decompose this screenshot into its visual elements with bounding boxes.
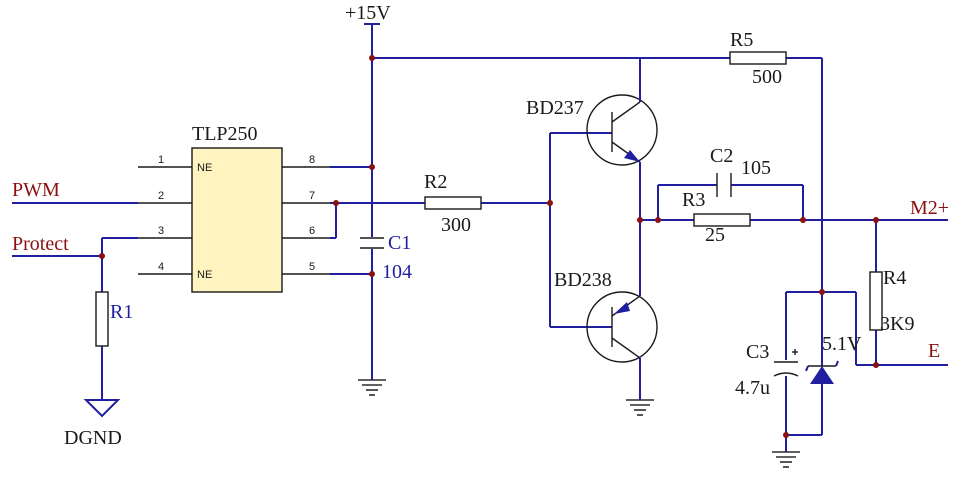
component-ref: BD238: [554, 269, 612, 291]
component-ref: R2: [424, 171, 447, 193]
ground-symbol: [626, 399, 654, 416]
component-value: 500: [752, 66, 782, 88]
component-value: 25: [705, 224, 725, 246]
component-value: 300: [441, 214, 471, 236]
junction-dot: [369, 271, 375, 277]
component-ref: R3: [682, 189, 705, 211]
capacitor-c2: [716, 173, 732, 197]
ic-pin-number: 5: [309, 261, 315, 273]
junction-dot: [873, 362, 879, 368]
ic-pin-number: 2: [158, 190, 164, 202]
capacitor-c1: [360, 237, 384, 249]
junction-dot: [800, 217, 806, 223]
junction-dot: [783, 432, 789, 438]
junction-dot: [547, 200, 553, 206]
signal-label: E: [928, 340, 940, 362]
resistor-r1: [95, 291, 109, 400]
component-ref: C2: [710, 145, 733, 167]
component-value: 105: [741, 157, 771, 179]
component-ref: R1: [110, 301, 133, 323]
junction-dot: [99, 253, 105, 259]
junction-dot: [655, 217, 661, 223]
component-value: 4.7u: [735, 377, 770, 399]
ic-pin-label: NE: [197, 162, 212, 174]
component-ref: R5: [730, 29, 753, 51]
ic-pin-label: NE: [197, 269, 212, 281]
ic-pin-number: 6: [309, 225, 315, 237]
component-ref: BD237: [526, 97, 584, 119]
ground-symbol: [772, 451, 800, 468]
junction-dot: [333, 200, 339, 206]
transistor-pnp: [586, 290, 658, 363]
resistor-r4: [869, 271, 883, 331]
component-ref: C1: [388, 232, 411, 254]
ic-pin-number: 1: [158, 154, 164, 166]
junctions: [99, 55, 879, 438]
signal-label: M2+: [910, 197, 949, 219]
optocoupler-ic: 1 2 3 4 5 6 7 8 NE NE: [138, 147, 330, 293]
junction-dot: [369, 55, 375, 61]
ic-pin-number: 4: [158, 261, 164, 273]
component-value: 104: [382, 261, 412, 283]
ic-pin-number: 7: [309, 190, 315, 202]
signal-label: Protect: [12, 233, 69, 255]
component-ref: C3: [746, 341, 769, 363]
resistor-r2: [424, 196, 482, 210]
junction-dot: [637, 217, 643, 223]
junction-dot: [819, 289, 825, 295]
junction-dot: [369, 164, 375, 170]
signal-label: PWM: [12, 179, 60, 201]
component-ref: R4: [883, 267, 906, 289]
component-value: 3K9: [880, 313, 914, 335]
ground-label: DGND: [64, 427, 122, 449]
junction-dot: [873, 217, 879, 223]
ic-pin-number: 3: [158, 225, 164, 237]
component-value: 5.1V: [822, 333, 862, 355]
resistor-r3: [693, 213, 751, 227]
supply-label: +15V: [345, 2, 391, 24]
resistor-r5: [729, 51, 787, 65]
capacitor-c3: [773, 349, 799, 377]
transistor-npn: [586, 94, 658, 166]
ic-part-label: TLP250: [192, 123, 258, 145]
wires: [12, 23, 948, 452]
dgnd-symbol: [83, 399, 121, 418]
ic-pin-number: 8: [309, 154, 315, 166]
zener-diode: [805, 360, 839, 384]
ground-symbol: [358, 379, 386, 396]
